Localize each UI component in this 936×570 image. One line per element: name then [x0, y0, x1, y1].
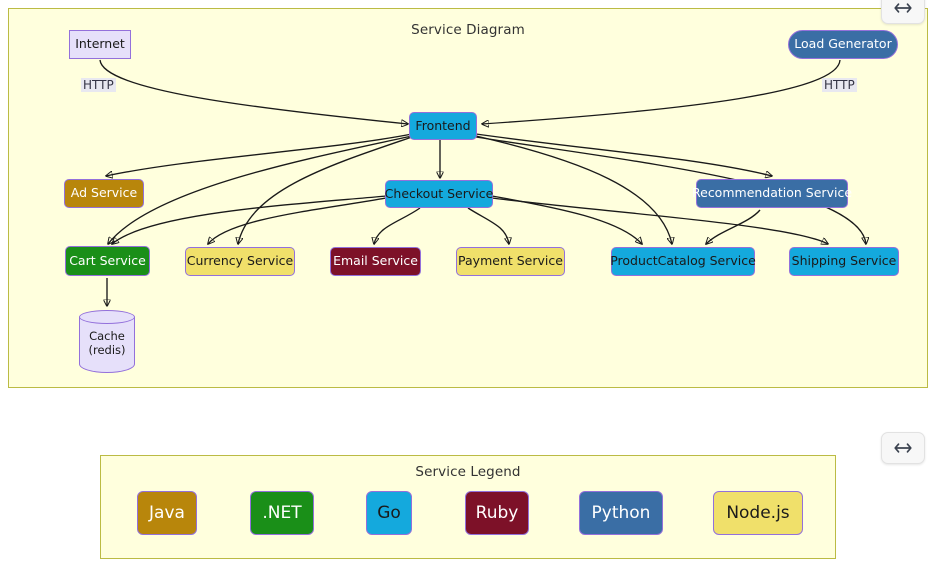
node-frontend[interactable]: Frontend [409, 112, 477, 140]
node-checkout-service[interactable]: Checkout Service [385, 180, 493, 208]
cache-label-line2: (redis) [88, 342, 126, 357]
node-shipping-service[interactable]: Shipping Service [789, 247, 899, 276]
cache-label: Cache (redis) [79, 329, 135, 358]
resize-horizontal-icon-diagram[interactable] [881, 0, 925, 24]
cache-label-line1: Cache [89, 329, 125, 343]
node-internet[interactable]: Internet [69, 30, 131, 59]
node-load-generator[interactable]: Load Generator [788, 30, 898, 59]
diagram-title: Service Diagram [411, 22, 525, 38]
node-ad-service[interactable]: Ad Service [64, 179, 144, 208]
legend-item-python[interactable]: Python [579, 491, 663, 535]
edge-label-internet-http: HTTP [81, 78, 116, 92]
legend-item-go[interactable]: Go [366, 491, 412, 535]
legend-item-dotnet[interactable]: .NET [250, 491, 314, 535]
legend-item-java[interactable]: Java [137, 491, 197, 535]
edge-label-loadgenerator-http: HTTP [822, 78, 857, 92]
node-email-service[interactable]: Email Service [330, 247, 421, 276]
node-cache-redis[interactable]: Cache (redis) [79, 310, 135, 380]
cylinder-top-ellipse [79, 310, 135, 324]
legend-item-ruby[interactable]: Ruby [465, 491, 529, 535]
node-payment-service[interactable]: Payment Service [456, 247, 565, 276]
node-cart-service[interactable]: Cart Service [65, 246, 150, 276]
node-productcatalog-service[interactable]: ProductCatalog Service [610, 247, 756, 276]
service-legend-panel: Service Legend Java .NET Go Ruby Python … [100, 455, 836, 559]
legend-title: Service Legend [415, 464, 521, 480]
resize-horizontal-icon-legend[interactable] [881, 432, 925, 464]
cylinder-body [79, 317, 135, 373]
node-currency-service[interactable]: Currency Service [185, 247, 295, 276]
node-recommendation-service[interactable]: Recommendation Service [692, 179, 852, 208]
legend-item-nodejs[interactable]: Node.js [713, 491, 803, 535]
